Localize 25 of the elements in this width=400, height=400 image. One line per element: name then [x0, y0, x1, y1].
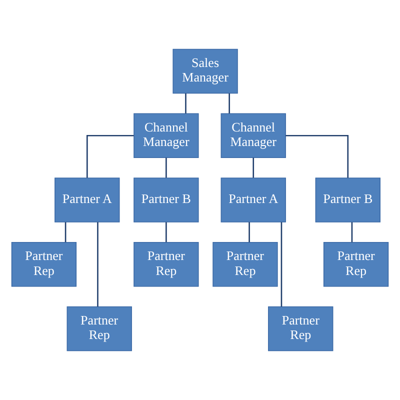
- connector: [185, 93, 186, 114]
- connector: [280, 222, 282, 307]
- node-box: Partner A: [220, 178, 286, 222]
- node-box: Channel Manager: [134, 113, 199, 158]
- node-box: Partner Rep: [134, 242, 199, 287]
- connector: [351, 222, 353, 242]
- node-box: Partner Rep: [268, 306, 334, 352]
- connector: [86, 134, 134, 178]
- connector: [286, 134, 349, 178]
- node-box: Partner Rep: [66, 306, 132, 352]
- node-box: Partner B: [315, 178, 380, 222]
- node-box: Partner Rep: [212, 242, 278, 287]
- node-box: Partner Rep: [11, 242, 77, 287]
- connector: [64, 222, 66, 242]
- node-box: Partner A: [54, 178, 120, 222]
- node-box: Partner B: [134, 178, 199, 222]
- connector: [228, 93, 230, 114]
- node-box: Channel Manager: [220, 113, 286, 158]
- connector: [252, 158, 254, 178]
- node-box: Partner Rep: [323, 242, 389, 287]
- node-box: Sales Manager: [172, 48, 238, 94]
- connector: [166, 158, 167, 178]
- connector: [97, 222, 98, 307]
- connector: [248, 222, 250, 242]
- connector: [166, 222, 167, 242]
